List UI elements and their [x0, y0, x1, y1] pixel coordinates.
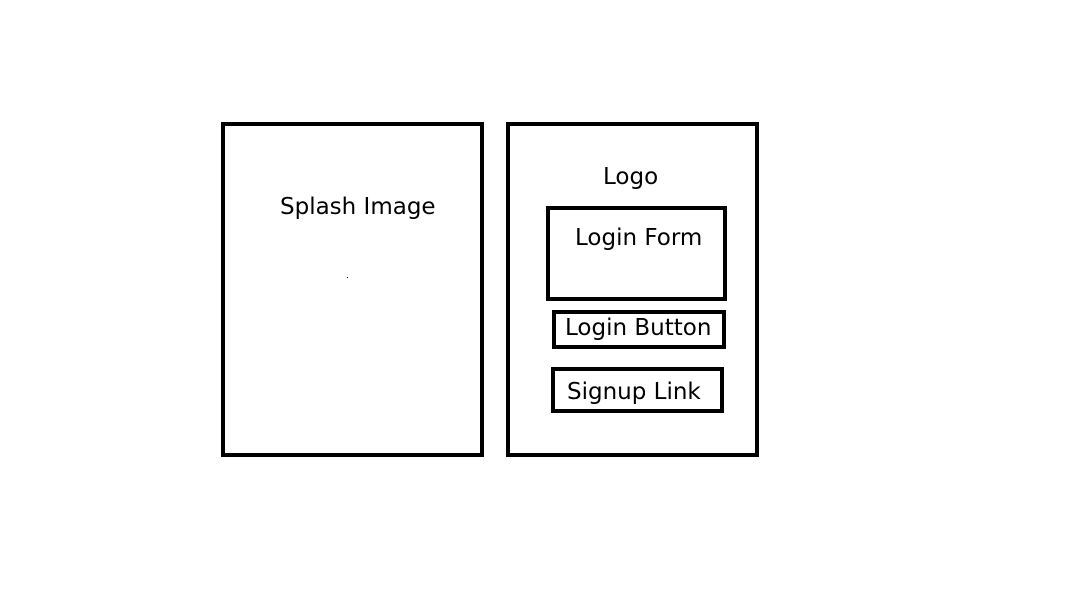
signup-link-label: Signup Link: [567, 379, 701, 405]
login-form-label: Login Form: [575, 225, 703, 251]
logo-label: Logo: [603, 164, 659, 190]
login-button[interactable]: [552, 310, 726, 349]
splash-image-panel: [221, 122, 484, 457]
login-button-label: Login Button: [565, 315, 712, 341]
signup-link[interactable]: [551, 367, 724, 413]
splash-image-label: Splash Image: [280, 194, 436, 220]
stray-dot: [347, 277, 348, 278]
login-form-box[interactable]: [546, 206, 727, 301]
